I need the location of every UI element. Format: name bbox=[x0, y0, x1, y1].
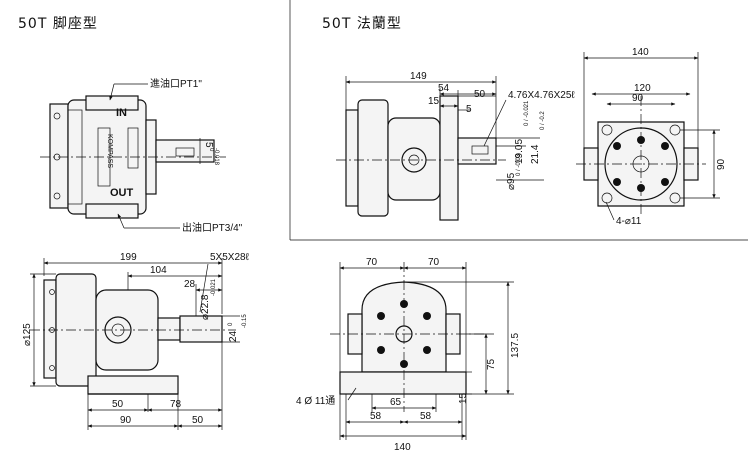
dim-54: 54 bbox=[438, 83, 450, 94]
dim-19-05-tol: 0 / -0.021 bbox=[524, 100, 530, 126]
shaft-dia-tol: -0.021 bbox=[211, 278, 217, 296]
dim-137-5: 137.5 bbox=[510, 333, 521, 358]
dim-50-flange: 50 bbox=[474, 89, 486, 100]
dim-199: 199 bbox=[120, 252, 137, 263]
brand-mark: KOMPASS bbox=[106, 134, 113, 168]
flange-hole-callout: 4-⌀11 bbox=[616, 216, 642, 227]
foot-hole-callout: 4 Ø 11通 bbox=[296, 395, 335, 407]
dim-50-left: 50 bbox=[112, 399, 124, 410]
foot-type-front-view bbox=[330, 262, 486, 412]
in-port-mark: IN bbox=[116, 107, 127, 119]
dim-24: 24 bbox=[228, 330, 239, 342]
foot-type-top-view bbox=[40, 95, 226, 219]
dim-70-left: 70 bbox=[366, 257, 378, 268]
dim-75: 75 bbox=[486, 358, 497, 370]
dim-104: 104 bbox=[150, 265, 167, 276]
dim-120: 120 bbox=[634, 83, 651, 94]
dim-140-foot: 140 bbox=[394, 442, 411, 453]
dim-90: 90 bbox=[120, 415, 132, 426]
dim-24-tol-upper: 0 bbox=[228, 322, 234, 326]
dim-58-left: 58 bbox=[370, 411, 382, 422]
out-port-mark: OUT bbox=[110, 187, 134, 199]
dim-90-horizontal: 90 bbox=[632, 93, 644, 104]
dim-24-tol-lower: -0.15 bbox=[242, 314, 248, 328]
keyway-tol-lower: -0.018 bbox=[213, 148, 219, 166]
dim-78: 78 bbox=[170, 399, 182, 410]
keyway-tol-upper: 0 bbox=[208, 148, 214, 152]
outlet-port-label: 出油口PT3/4" bbox=[182, 221, 243, 234]
inlet-port-label: 進油口PT1" bbox=[150, 77, 202, 90]
flange-key-dim: 4.76X4.76X25ℓ bbox=[508, 90, 575, 101]
dim-28: 28 bbox=[184, 279, 196, 290]
flange-type-front-view bbox=[576, 96, 706, 216]
dim-70-right: 70 bbox=[428, 257, 440, 268]
key-dim: 5X5X28ℓ bbox=[210, 252, 250, 263]
dim-50-right: 50 bbox=[192, 415, 204, 426]
dim-90-vertical: 90 bbox=[716, 158, 727, 170]
dim-15-flange: 15 bbox=[428, 96, 440, 107]
dim-5-flange: 5 bbox=[466, 104, 472, 115]
title-flange-type: 50T 法蘭型 bbox=[322, 16, 402, 32]
dim-21-4-tol: 0 / -0.2 bbox=[540, 111, 546, 130]
dim-dia-95: ⌀95 bbox=[506, 172, 517, 190]
dim-15-foot: 15 bbox=[458, 392, 469, 404]
foot-type-side-view bbox=[30, 273, 236, 395]
dim-149: 149 bbox=[410, 71, 427, 82]
shaft-dia-dim: ⌀22.8 bbox=[200, 294, 211, 320]
dim-140-flange: 140 bbox=[632, 47, 649, 58]
title-foot-type: 50T 脚座型 bbox=[18, 16, 98, 32]
dim-58-right: 58 bbox=[420, 411, 432, 422]
dim-65: 65 bbox=[390, 397, 402, 408]
dim-dia-125: ⌀125 bbox=[22, 323, 33, 346]
flange-type-side-view bbox=[336, 95, 506, 221]
dim-19-05: 19.05 bbox=[514, 139, 525, 164]
dim-dia-95-tol: 0 / -0.03 bbox=[516, 153, 522, 176]
keyway-width-dim: 5 bbox=[203, 142, 214, 148]
dim-21-4: 21.4 bbox=[530, 144, 541, 164]
